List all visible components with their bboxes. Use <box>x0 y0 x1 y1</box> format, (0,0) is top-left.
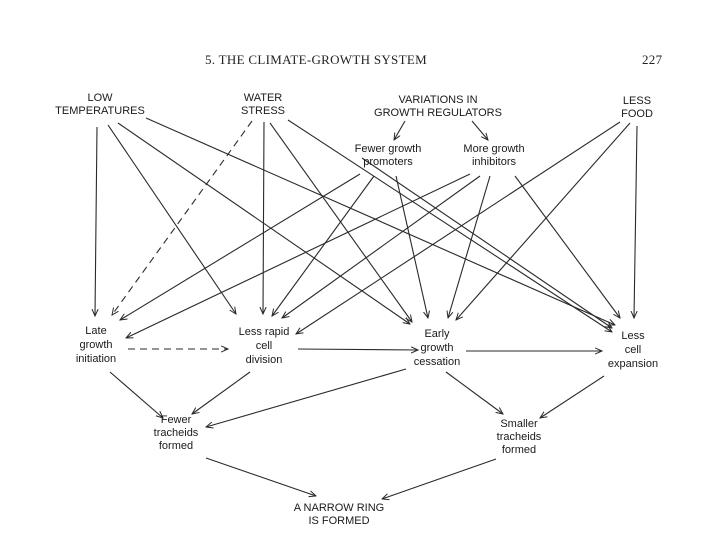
arrow-water-stress-to-less-division <box>263 121 264 314</box>
node-less-division: Less rapid cell division <box>239 326 290 366</box>
node-label-line: More growth <box>463 143 524 155</box>
arrow-more-inhibitors-to-late-initiation <box>126 173 471 338</box>
node-label-line: inhibitors <box>472 156 517 168</box>
node-late-initiation: Late growth initiation <box>76 325 116 365</box>
node-label-line: Fewer growth <box>355 143 422 155</box>
node-label-line: LESS <box>623 95 651 107</box>
node-label-line: Less <box>621 330 645 342</box>
chapter-header: 5. THE CLIMATE-GROWTH SYSTEM <box>205 52 427 67</box>
arrow-less-food-to-less-expansion <box>634 125 637 318</box>
node-label-line: WATER <box>244 92 283 104</box>
arrow-water-stress-to-less-expansion <box>287 119 612 332</box>
arrow-more-inhibitors-to-less-division <box>282 175 481 318</box>
node-label-line: Less rapid <box>239 326 290 338</box>
node-label-line: FOOD <box>621 108 653 120</box>
node-label-line: cessation <box>414 356 460 368</box>
arrow-less-expansion-to-smaller-tracheids <box>540 375 605 418</box>
arrow-fewer-promoters-to-early-cessation <box>395 175 428 318</box>
node-label-line: division <box>246 354 283 366</box>
node-label-line: formed <box>502 444 536 456</box>
node-label-line: GROWTH REGULATORS <box>374 107 502 119</box>
arrow-more-inhibitors-to-early-cessation <box>448 175 491 318</box>
arrow-variations-to-fewer-promoters <box>394 120 406 140</box>
arrow-variations-to-more-inhibitors <box>471 120 488 140</box>
arrow-smaller-tracheids-to-narrow-ring <box>382 458 497 499</box>
arrow-fewer-promoters-to-late-initiation <box>120 173 361 320</box>
arrow-less-food-to-less-division <box>296 121 621 334</box>
arrow-water-stress-to-late-initiation <box>112 120 253 315</box>
node-label-line: cell <box>625 344 642 356</box>
arrow-fewer-promoters-to-less-expansion <box>361 157 612 328</box>
node-label-line: growth <box>79 339 112 351</box>
node-label-line: LOW <box>87 92 113 104</box>
arrow-fewer-tracheids-to-narrow-ring <box>205 457 316 496</box>
node-label-line: Early <box>424 328 450 340</box>
arrow-less-division-to-early-cessation <box>297 349 418 350</box>
node-label-line: cell <box>256 340 273 352</box>
node-label-line: initiation <box>76 353 116 365</box>
node-label-line: STRESS <box>241 105 285 117</box>
arrow-early-cessation-to-smaller-tracheids <box>445 371 503 414</box>
arrow-water-stress-to-early-cessation <box>269 122 412 322</box>
node-label-line: growth <box>420 342 453 354</box>
node-label-line: Smaller <box>500 418 538 430</box>
node-label-line: VARIATIONS IN <box>398 94 477 106</box>
arrow-less-food-to-early-cessation <box>456 122 631 320</box>
page-number: 227 <box>642 52 663 67</box>
node-label-line: A NARROW RING <box>294 502 384 514</box>
node-label-line: formed <box>159 440 193 452</box>
arrow-low-temp-to-less-division <box>107 124 236 314</box>
node-less-expansion: Less cell expansion <box>608 330 658 370</box>
node-label-line: promoters <box>363 156 413 168</box>
node-label-line: tracheids <box>154 427 199 439</box>
node-label-line: tracheids <box>497 431 542 443</box>
node-label-line: TEMPERATURES <box>55 105 145 117</box>
node-early-cessation: Early growth cessation <box>414 328 460 368</box>
arrow-more-inhibitors-to-less-expansion <box>514 175 620 318</box>
node-label-line: IS FORMED <box>308 515 369 527</box>
arrow-early-cessation-to-fewer-tracheids <box>206 368 407 427</box>
arrow-late-initiation-to-fewer-tracheids <box>109 371 163 418</box>
node-label-line: expansion <box>608 358 658 370</box>
node-label-line: Fewer <box>161 414 192 426</box>
arrow-low-temp-to-late-initiation <box>95 126 97 316</box>
arrow-fewer-promoters-to-less-division <box>272 175 375 316</box>
arrow-low-temp-to-less-expansion <box>145 117 615 325</box>
node-label-line: Late <box>85 325 106 337</box>
edges-layer <box>95 117 637 499</box>
arrow-less-division-to-fewer-tracheids <box>192 371 251 414</box>
